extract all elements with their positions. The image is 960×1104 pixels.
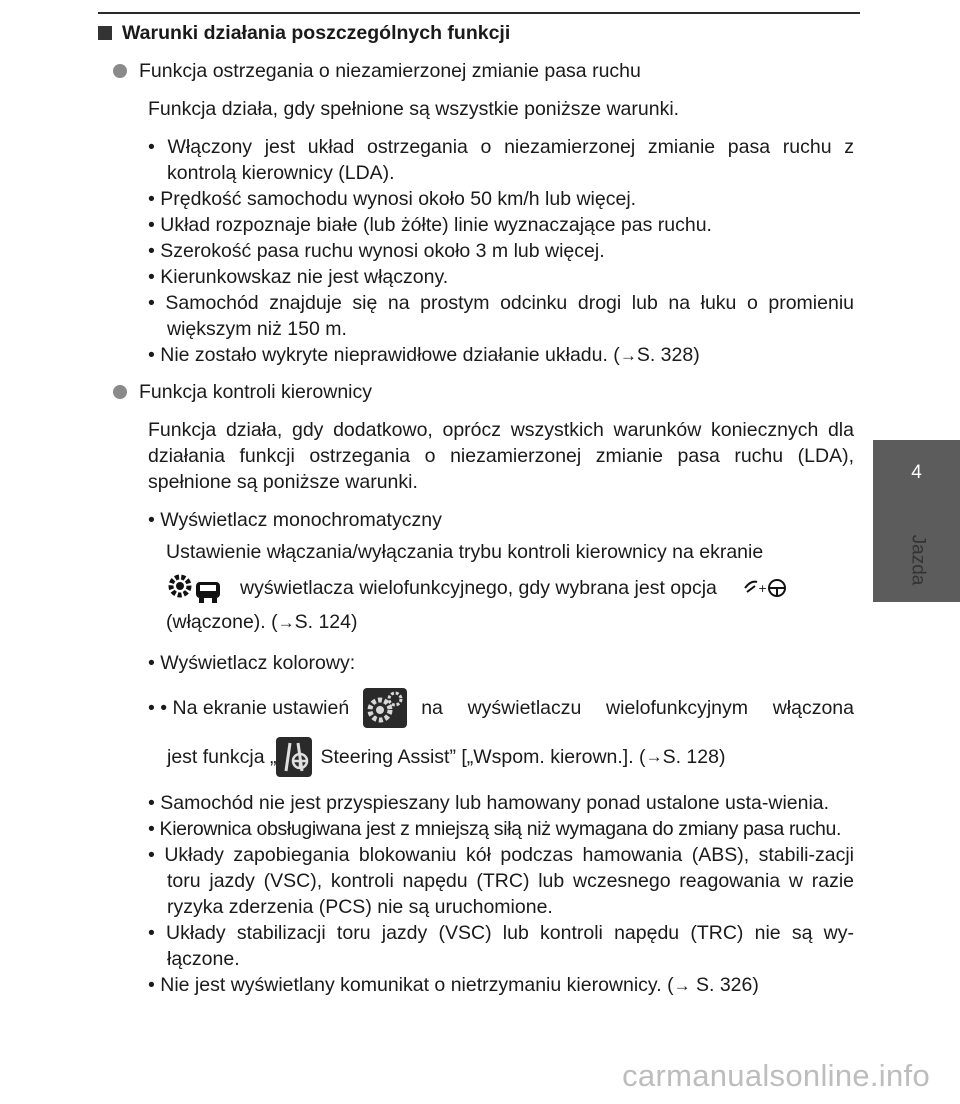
list-item: Samochód nie jest przyspieszany lub hamo… bbox=[148, 790, 854, 816]
arrow-icon: → bbox=[619, 346, 637, 365]
list-item: Nie jest wyświetlany komunikat o nietrzy… bbox=[148, 972, 854, 999]
page-content: Warunki działania poszczególnych funkcji… bbox=[98, 20, 854, 1009]
settings-gear-icon bbox=[363, 688, 408, 728]
page-reference-link[interactable]: S. 128) bbox=[662, 746, 726, 768]
list-item: Samochód znajduje się na prostym odcinku… bbox=[148, 290, 854, 342]
list-item: Układ rozpoznaje białe (lub żółte) linie… bbox=[148, 212, 854, 238]
section-heading: Warunki działania poszczególnych funkcji bbox=[98, 20, 854, 46]
top-rule bbox=[98, 12, 860, 14]
list-item: Układy stabilizacji toru jazdy (VSC) lub… bbox=[148, 920, 854, 972]
steering-assist-icon bbox=[276, 737, 313, 777]
list-item-settings-screen: • Na ekranie ustawień na wyświetlaczu wi… bbox=[148, 688, 854, 728]
section1-list: Włączony jest układ ostrzegania o niezam… bbox=[148, 134, 854, 369]
watermark: carmanualsonline.info bbox=[622, 1058, 930, 1093]
steering-assist-on-icon: + bbox=[743, 576, 789, 600]
settings-vehicle-icon bbox=[166, 572, 224, 604]
display-conditions-list: Wyświetlacz monochromatyczny bbox=[148, 507, 854, 533]
list-item: Włączony jest układ ostrzegania o niezam… bbox=[148, 134, 854, 186]
section2-intro: Funkcja działa, gdy dodatkowo, oprócz ws… bbox=[148, 419, 854, 493]
subsection-title-lda: Funkcja ostrzegania o niezamierzonej zmi… bbox=[113, 58, 854, 84]
chapter-label: Jazda bbox=[907, 534, 929, 586]
page-reference-link[interactable]: S. 328) bbox=[636, 344, 700, 366]
arrow-icon: → bbox=[645, 747, 663, 766]
square-bullet-icon bbox=[98, 26, 112, 40]
section2-list: Samochód nie jest przyspieszany lub hamo… bbox=[148, 790, 854, 999]
list-item: Kierunkowskaz nie jest włączony. bbox=[148, 264, 854, 290]
svg-text:+: + bbox=[758, 582, 767, 595]
arrow-icon: → bbox=[277, 613, 295, 632]
chapter-number: 4 bbox=[911, 462, 922, 483]
list-item: Układy zapobiegania blokowaniu kół podcz… bbox=[148, 842, 854, 920]
page-reference-link[interactable]: S. 326) bbox=[696, 974, 759, 996]
list-item-mono-display: Wyświetlacz monochromatyczny bbox=[148, 507, 854, 533]
circle-bullet-icon bbox=[113, 385, 127, 399]
heading-text: Warunki działania poszczególnych funkcji bbox=[122, 22, 511, 44]
list-item-color-display: Wyświetlacz kolorowy: bbox=[148, 650, 854, 676]
list-item: Nie zostało wykryte nieprawidłowe działa… bbox=[148, 342, 854, 369]
arrow-icon: → bbox=[673, 976, 691, 995]
page-reference-link[interactable]: S. 124) bbox=[294, 611, 358, 633]
subsection-title-steering: Funkcja kontroli kierownicy bbox=[113, 379, 854, 405]
circle-bullet-icon bbox=[113, 64, 127, 78]
section1-intro: Funkcja działa, gdy spełnione są wszystk… bbox=[148, 98, 680, 120]
list-item: Szerokość pasa ruchu wynosi około 3 m lu… bbox=[148, 238, 854, 264]
mono-display-description: Ustawienie włączania/wyłączania trybu ko… bbox=[166, 539, 854, 636]
steering-assist-line: jest funkcja „ Steering Assist” [„Wspom.… bbox=[167, 736, 854, 778]
chapter-tab: 4 bbox=[873, 440, 960, 602]
list-item: Kierownica obsługiwana jest z mniejszą s… bbox=[148, 816, 854, 842]
list-item: Prędkość samochodu wynosi około 50 km/h … bbox=[148, 186, 854, 212]
color-display-list: Wyświetlacz kolorowy: • Na ekranie ustaw… bbox=[148, 650, 854, 778]
